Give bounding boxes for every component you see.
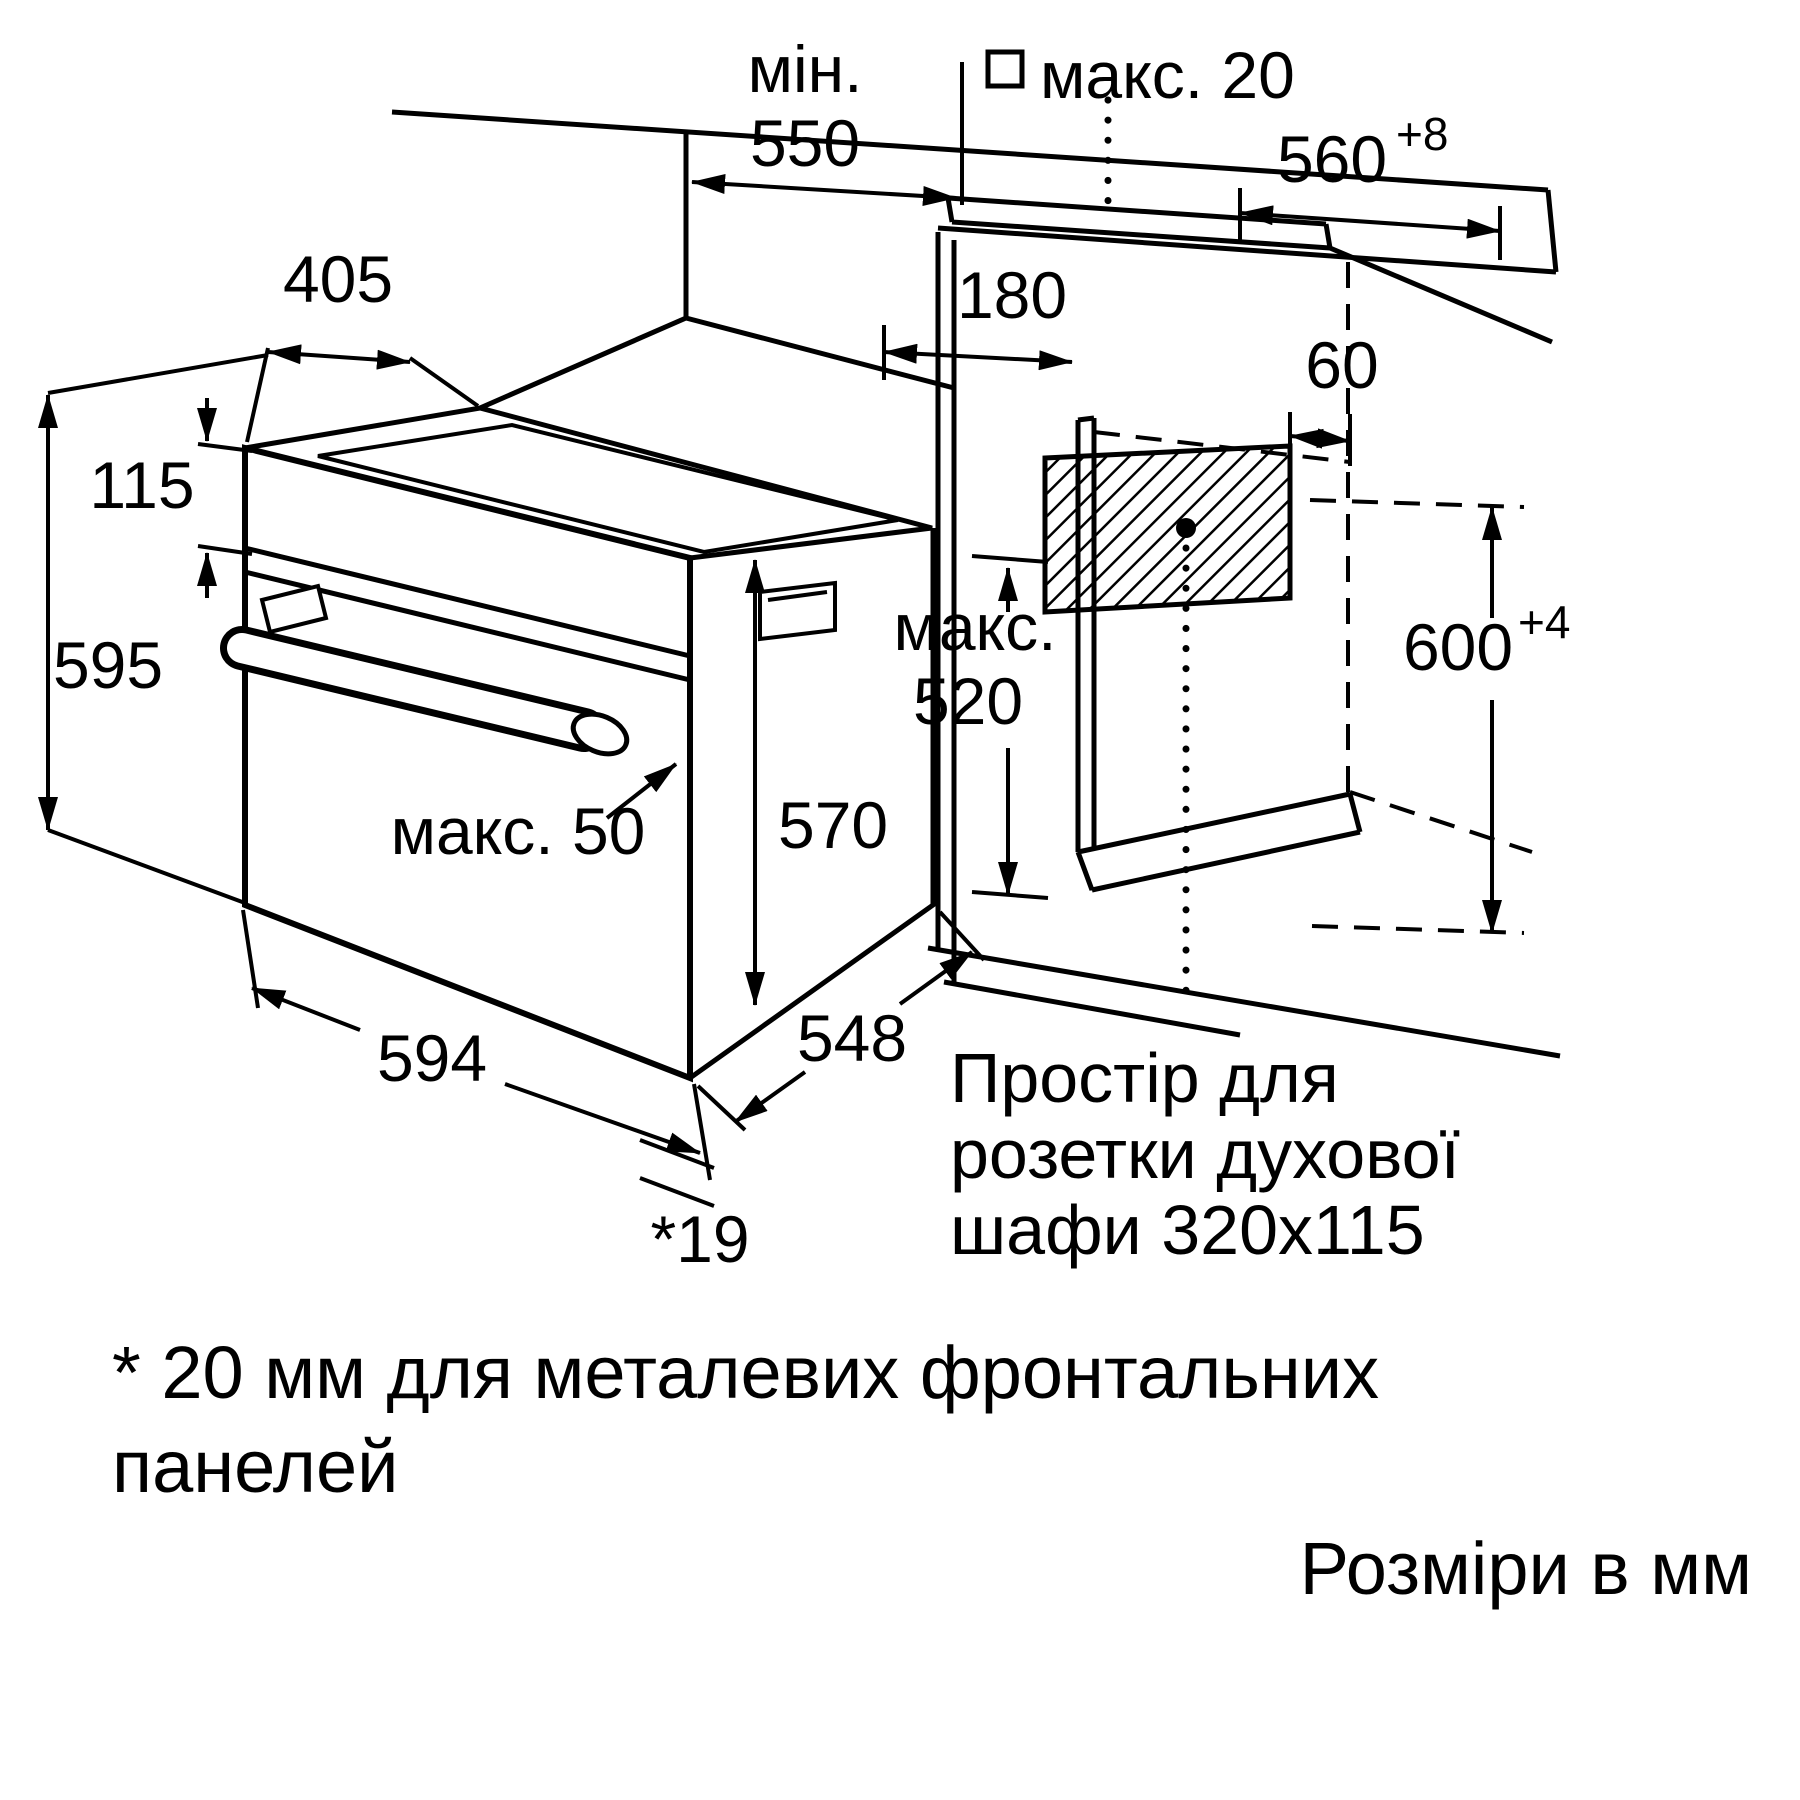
label-max50: макс. 50 bbox=[391, 794, 646, 868]
label-19: *19 bbox=[650, 1202, 749, 1276]
worktop-back-edge bbox=[391, 109, 1549, 193]
niche-top-hidden-edge bbox=[1093, 430, 1351, 464]
label-560-sup: +8 bbox=[1396, 108, 1448, 160]
ext-line-60 bbox=[1288, 412, 1352, 466]
label-594: 594 bbox=[377, 1021, 487, 1095]
oven-side-face bbox=[688, 528, 936, 1081]
handle-bar-fill bbox=[227, 633, 599, 745]
footnote-line-1: * 20 мм для металевих фронтальних bbox=[112, 1331, 1379, 1414]
niche-floor-hidden-edge bbox=[1349, 790, 1533, 854]
ext-line-405 bbox=[245, 347, 480, 443]
socket-area-hatched bbox=[1042, 443, 1293, 615]
notes: Простір для розетки духової шафи 320x115… bbox=[112, 1039, 1752, 1610]
label-max: макс. bbox=[893, 590, 1056, 664]
dim-line-548-a bbox=[733, 1070, 807, 1124]
right-wall-top-edge bbox=[1329, 245, 1553, 345]
socket-note-line-3: шафи 320x115 bbox=[950, 1191, 1425, 1269]
square-symbol bbox=[985, 49, 1025, 89]
label-600: 600 bbox=[1403, 610, 1513, 684]
dim-line-594-a bbox=[251, 986, 361, 1032]
label-600-sup: +4 bbox=[1518, 596, 1570, 648]
oven-handle bbox=[220, 583, 630, 757]
label-115: 115 bbox=[89, 448, 194, 522]
worktop-front-edge bbox=[937, 225, 1557, 275]
dim-line-550 bbox=[691, 174, 957, 206]
oven-front-face bbox=[242, 444, 693, 1083]
label-570: 570 bbox=[778, 788, 888, 862]
label-548: 548 bbox=[797, 1001, 907, 1075]
cabinet-rail-left-slant bbox=[478, 315, 688, 411]
niche bbox=[971, 96, 1533, 996]
dim-line-560 bbox=[1239, 205, 1501, 239]
socket-note-line-2: розетки духової bbox=[950, 1115, 1460, 1193]
worktop-end-cap bbox=[1545, 189, 1559, 273]
worktop-cutout-strip bbox=[945, 195, 1333, 251]
ext-line-595 bbox=[47, 353, 269, 905]
plinth-edge-a bbox=[927, 945, 1561, 1059]
handle-end-cap bbox=[570, 711, 630, 757]
ext-line-115 bbox=[197, 442, 253, 556]
dim-line-60 bbox=[1289, 428, 1351, 449]
leader-line-max50 bbox=[605, 762, 678, 820]
side-vent-inner-line bbox=[767, 590, 828, 602]
label-595: 595 bbox=[53, 628, 163, 702]
dimension-labels: мін. 550 макс. 20 560 +8 405 115 595 180… bbox=[53, 32, 1571, 1276]
niche-floor bbox=[1075, 791, 1363, 893]
handle-bracket bbox=[259, 583, 329, 635]
cabinet-rail-edge bbox=[685, 315, 955, 391]
dim-line-548-b bbox=[898, 950, 974, 1006]
dim-line-594-b bbox=[504, 1082, 701, 1155]
worktop bbox=[391, 109, 1559, 345]
dim-lines-19 bbox=[639, 1138, 715, 1208]
label-min: мін. bbox=[748, 32, 863, 106]
label-560: 560 bbox=[1277, 122, 1387, 196]
ext-line-560 bbox=[1238, 188, 1502, 260]
niche-front-panel bbox=[1075, 415, 1097, 852]
dim-line-405 bbox=[267, 344, 411, 370]
footnote-line-2: панелей bbox=[112, 1425, 398, 1508]
label-520: 520 bbox=[913, 664, 1023, 738]
oven bbox=[220, 405, 936, 1083]
dim-line-180 bbox=[883, 343, 1073, 371]
oven-top-inset bbox=[317, 422, 899, 555]
socket-note-line-1: Простір для bbox=[950, 1039, 1339, 1117]
oven-top-face bbox=[244, 405, 933, 561]
plinth-edge-b bbox=[943, 979, 1241, 1038]
socket-center-dot bbox=[1176, 518, 1196, 538]
label-550: 550 bbox=[750, 106, 860, 180]
label-max20: макс. 20 bbox=[1040, 38, 1295, 112]
label-60: 60 bbox=[1305, 328, 1378, 402]
dimension-lines bbox=[38, 62, 1502, 1208]
label-180: 180 bbox=[957, 258, 1067, 332]
tick-520-top bbox=[971, 554, 1049, 564]
ext-line-548 bbox=[696, 910, 986, 1132]
ext-line-600-top bbox=[1309, 498, 1525, 509]
units-note: Розміри в мм bbox=[1300, 1527, 1752, 1610]
label-405: 405 bbox=[283, 242, 393, 316]
control-panel-line-a bbox=[244, 545, 691, 659]
